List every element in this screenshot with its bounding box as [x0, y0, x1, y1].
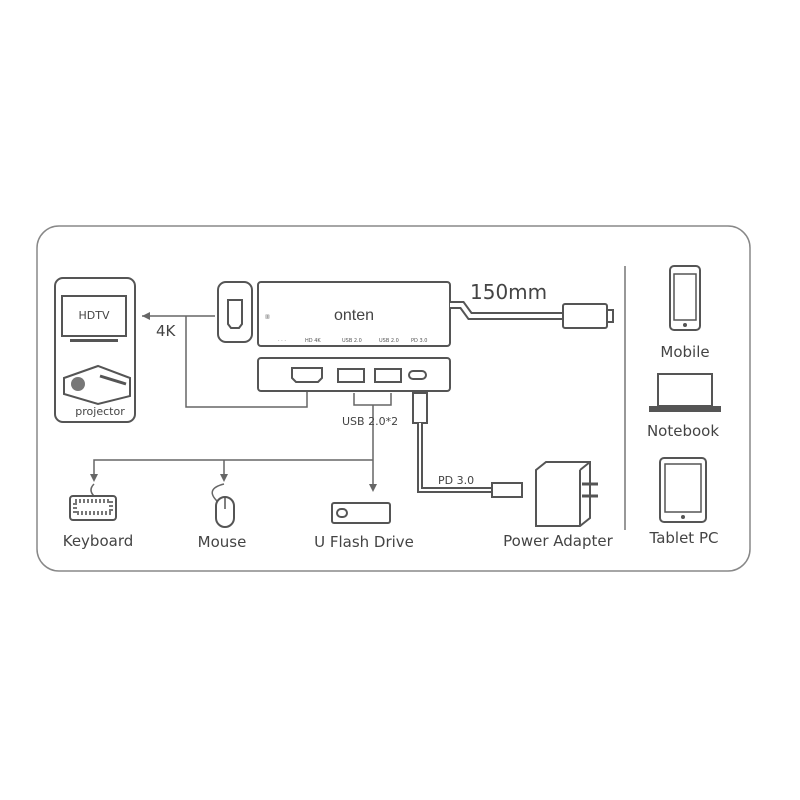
- projector-label: projector: [75, 405, 125, 418]
- arrow-icon: [369, 484, 377, 492]
- usb-bracket-line: [353, 393, 392, 485]
- tablet-label: Tablet PC: [649, 529, 719, 547]
- port-label-usb1: USB 2.0: [342, 338, 362, 344]
- display-box: HDTV projector: [54, 277, 136, 423]
- mouse-icon: [211, 483, 235, 528]
- flash-drive-label: U Flash Drive: [314, 533, 414, 551]
- hdmi-port-icon: [217, 281, 253, 343]
- usb-branch-line: [93, 459, 373, 475]
- usb-c-port: [408, 370, 427, 380]
- flash-drive-icon: [331, 502, 391, 524]
- power-adapter-icon: [535, 461, 598, 527]
- usb-port-1: [337, 368, 365, 383]
- hdtv-icon: [61, 295, 127, 342]
- port-label-usb2: USB 2.0: [379, 338, 399, 344]
- power-adapter-label: Power Adapter: [503, 532, 613, 550]
- pd-label: PD 3.0: [438, 474, 474, 487]
- usb-label: USB 2.0*2: [342, 415, 398, 428]
- hub-front-view: [257, 357, 451, 392]
- diagram-frame: [36, 225, 751, 572]
- hdtv-label: HDTV: [79, 309, 110, 322]
- cable-length-label: 150mm: [470, 280, 547, 304]
- usb-port-2: [374, 368, 402, 383]
- notebook-icon: [649, 373, 721, 412]
- arrow-icon: [142, 312, 150, 320]
- brand-logo: onten: [334, 307, 374, 324]
- tablet-icon: [659, 457, 707, 523]
- hub-top-view: ▥ onten · · · HD 4K USB 2.0 USB 2.0 PD 3…: [257, 281, 451, 347]
- port-label-hdmi: HD 4K: [305, 338, 321, 344]
- usb-logo-icon: ▥: [265, 314, 270, 320]
- hdmi-port: [291, 367, 323, 383]
- pd-cable: [412, 392, 523, 498]
- keyboard-icon: [69, 483, 117, 521]
- led-dots: · · ·: [278, 338, 286, 344]
- port-label-pd: PD 3.0: [411, 338, 427, 344]
- hdmi-port-line: [185, 316, 308, 408]
- mouse-label: Mouse: [198, 533, 247, 551]
- projector-icon: [63, 364, 131, 406]
- resolution-label: 4K: [156, 322, 177, 340]
- notebook-label: Notebook: [647, 422, 719, 440]
- mobile-label: Mobile: [660, 343, 709, 361]
- keyboard-label: Keyboard: [63, 532, 134, 550]
- mobile-icon: [669, 265, 701, 331]
- usb-c-cable: [450, 301, 614, 329]
